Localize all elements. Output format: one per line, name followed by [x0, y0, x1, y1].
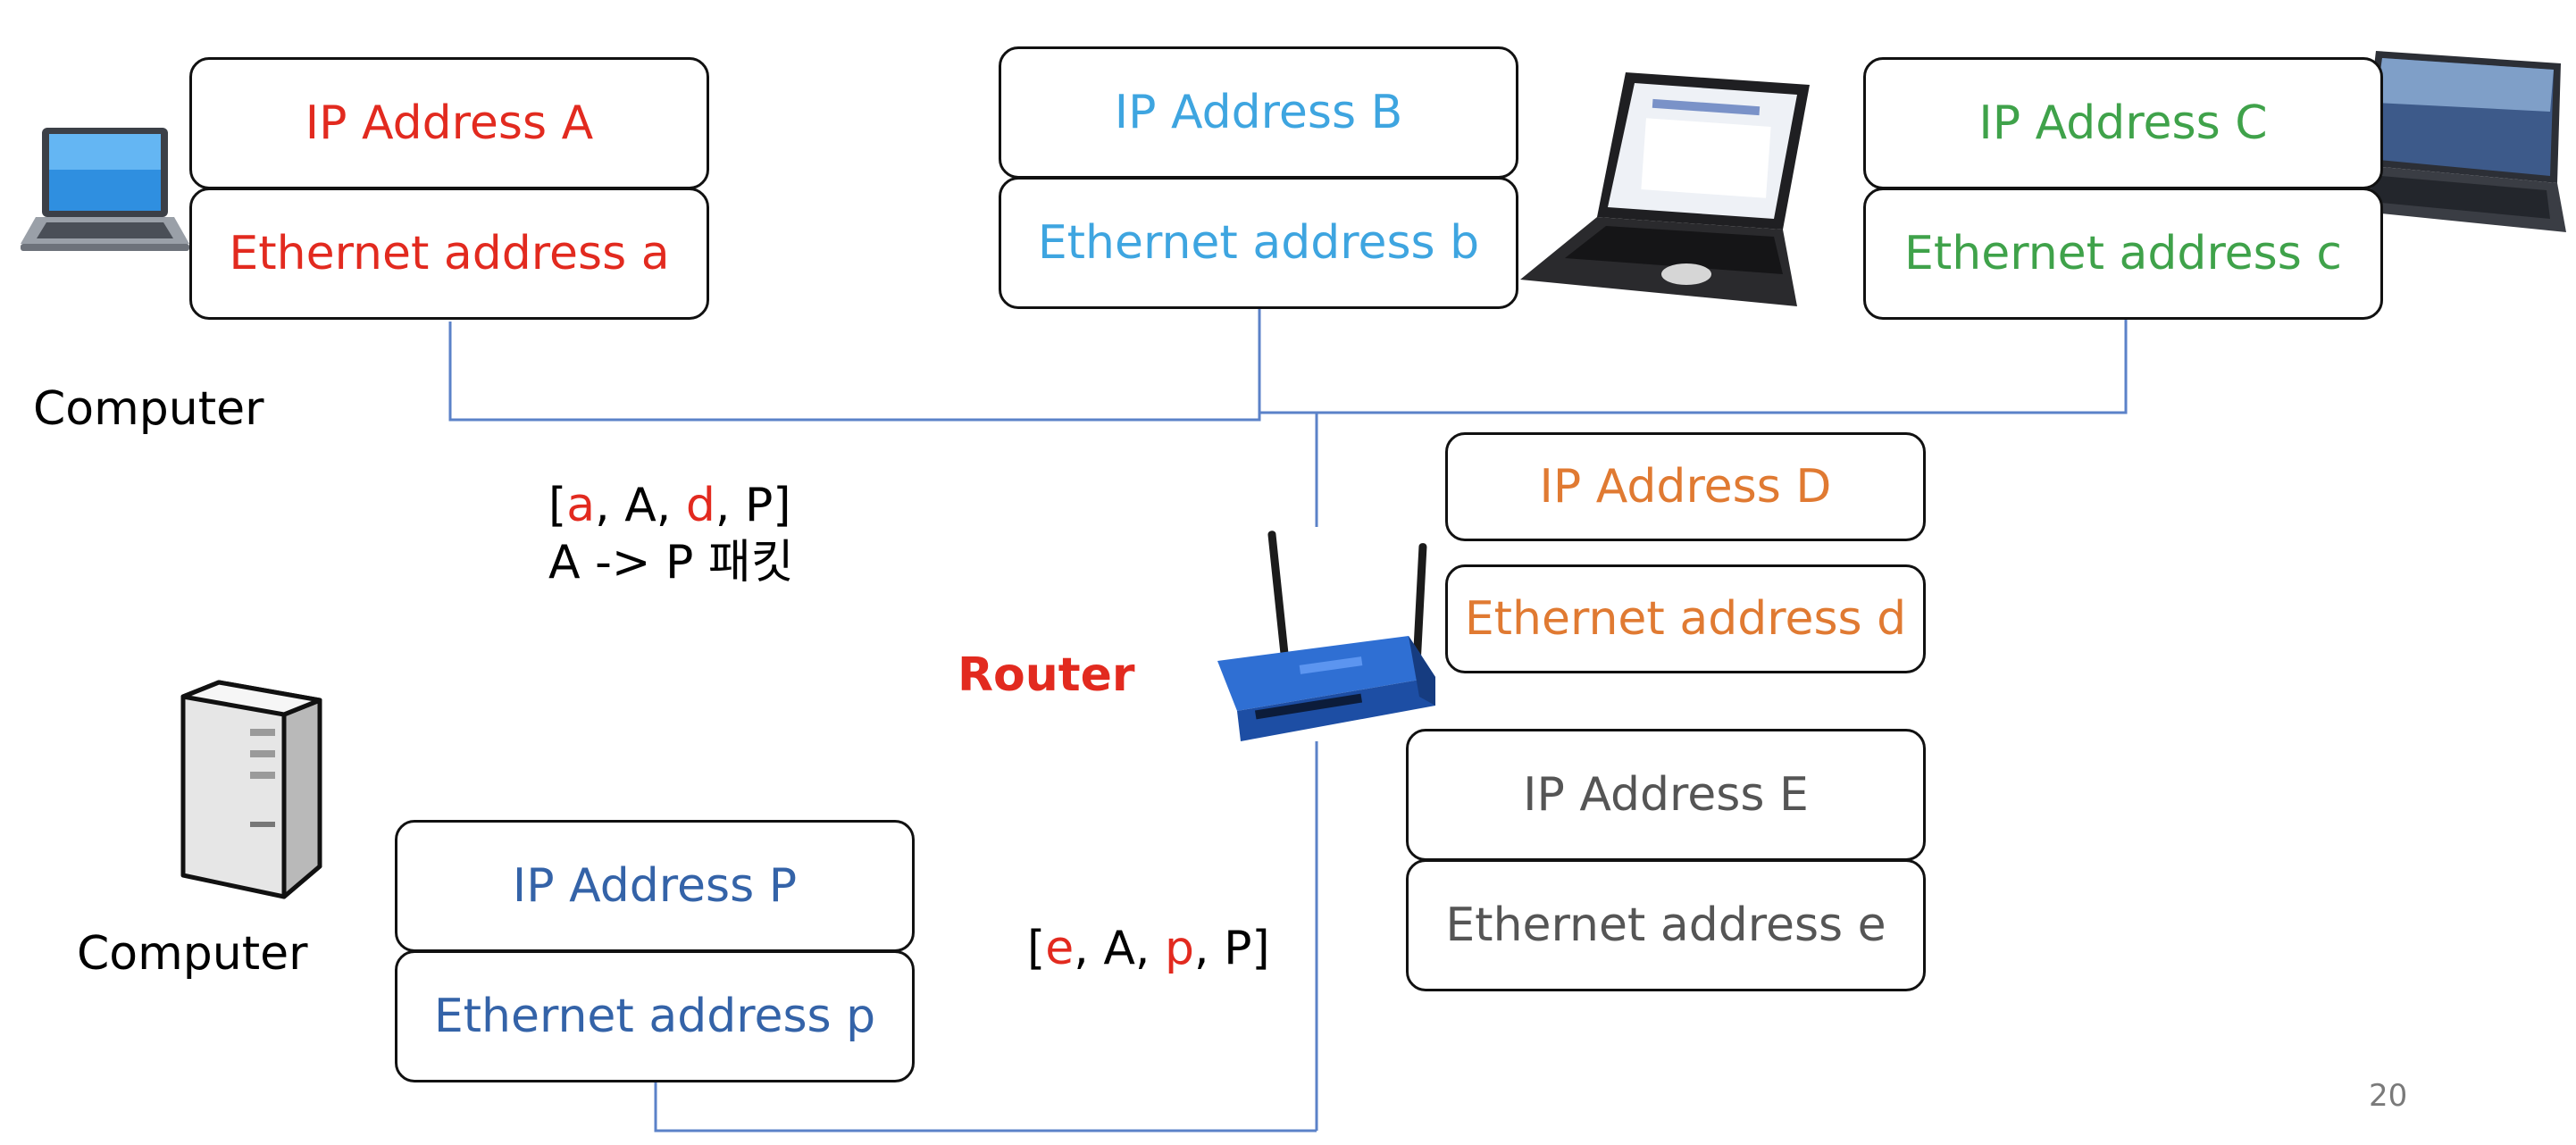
- host-a-ethernet-label: Ethernet address a: [229, 227, 670, 280]
- frame2-dst-eth: p: [1165, 922, 1195, 975]
- host-c-ip-box: IP Address C: [1863, 57, 2383, 189]
- host-b-ip-box: IP Address B: [999, 46, 1518, 179]
- host-e-ip-box: IP Address E: [1406, 729, 1926, 861]
- host-d-ethernet-box: Ethernet address d: [1445, 564, 1926, 673]
- host-b-ip-label: IP Address B: [1114, 86, 1403, 139]
- host-d-ethernet-label: Ethernet address d: [1464, 592, 1907, 646]
- frame1-dst-eth: d: [685, 479, 715, 532]
- packet-annotation: A -> P 패킷: [548, 536, 794, 589]
- host-p-ethernet-box: Ethernet address p: [395, 950, 915, 1082]
- host-a-ip-label: IP Address A: [305, 96, 594, 150]
- frame2-src-eth: e: [1045, 922, 1075, 975]
- host-a-ip-box: IP Address A: [189, 57, 709, 189]
- host-c-ethernet-box: Ethernet address c: [1863, 188, 2383, 320]
- laptop-icon: [21, 128, 189, 251]
- laptop-icon: [1520, 72, 1810, 306]
- wire-a: [448, 308, 1261, 422]
- host-c-ethernet-label: Ethernet address c: [1904, 227, 2342, 280]
- host-e-ethernet-box: Ethernet address e: [1406, 859, 1926, 991]
- server-icon: [180, 680, 322, 899]
- host-b-ethernet-label: Ethernet address b: [1037, 216, 1480, 270]
- host-c-ip-label: IP Address C: [1978, 96, 2268, 150]
- host-d-ip-label: IP Address D: [1539, 460, 1832, 514]
- router-icon: [1217, 531, 1435, 741]
- router-label: Router: [958, 648, 1135, 702]
- frame1-src-eth: a: [566, 479, 596, 532]
- host-b-ethernet-box: Ethernet address b: [999, 177, 1518, 309]
- host-e-ethernet-label: Ethernet address e: [1445, 898, 1886, 952]
- frame-annotation-1: [a, A, d, P]: [548, 479, 791, 532]
- host-e-ip-label: IP Address E: [1523, 768, 1809, 822]
- frame-annotation-2: [e, A, p, P]: [1027, 922, 1270, 975]
- host-p-ethernet-label: Ethernet address p: [433, 990, 876, 1043]
- laptop-icon: [2329, 51, 2566, 232]
- host-p-ip-box: IP Address P: [395, 820, 915, 952]
- computer-label-bottom: Computer: [77, 927, 308, 981]
- wire-c: [1259, 319, 2128, 414]
- host-p-ip-label: IP Address P: [512, 859, 798, 913]
- host-a-ethernet-box: Ethernet address a: [189, 188, 709, 320]
- wire-p: [654, 1081, 1317, 1132]
- host-d-ip-box: IP Address D: [1445, 432, 1926, 541]
- page-number: 20: [2369, 1078, 2408, 1114]
- computer-label-top: Computer: [33, 382, 264, 436]
